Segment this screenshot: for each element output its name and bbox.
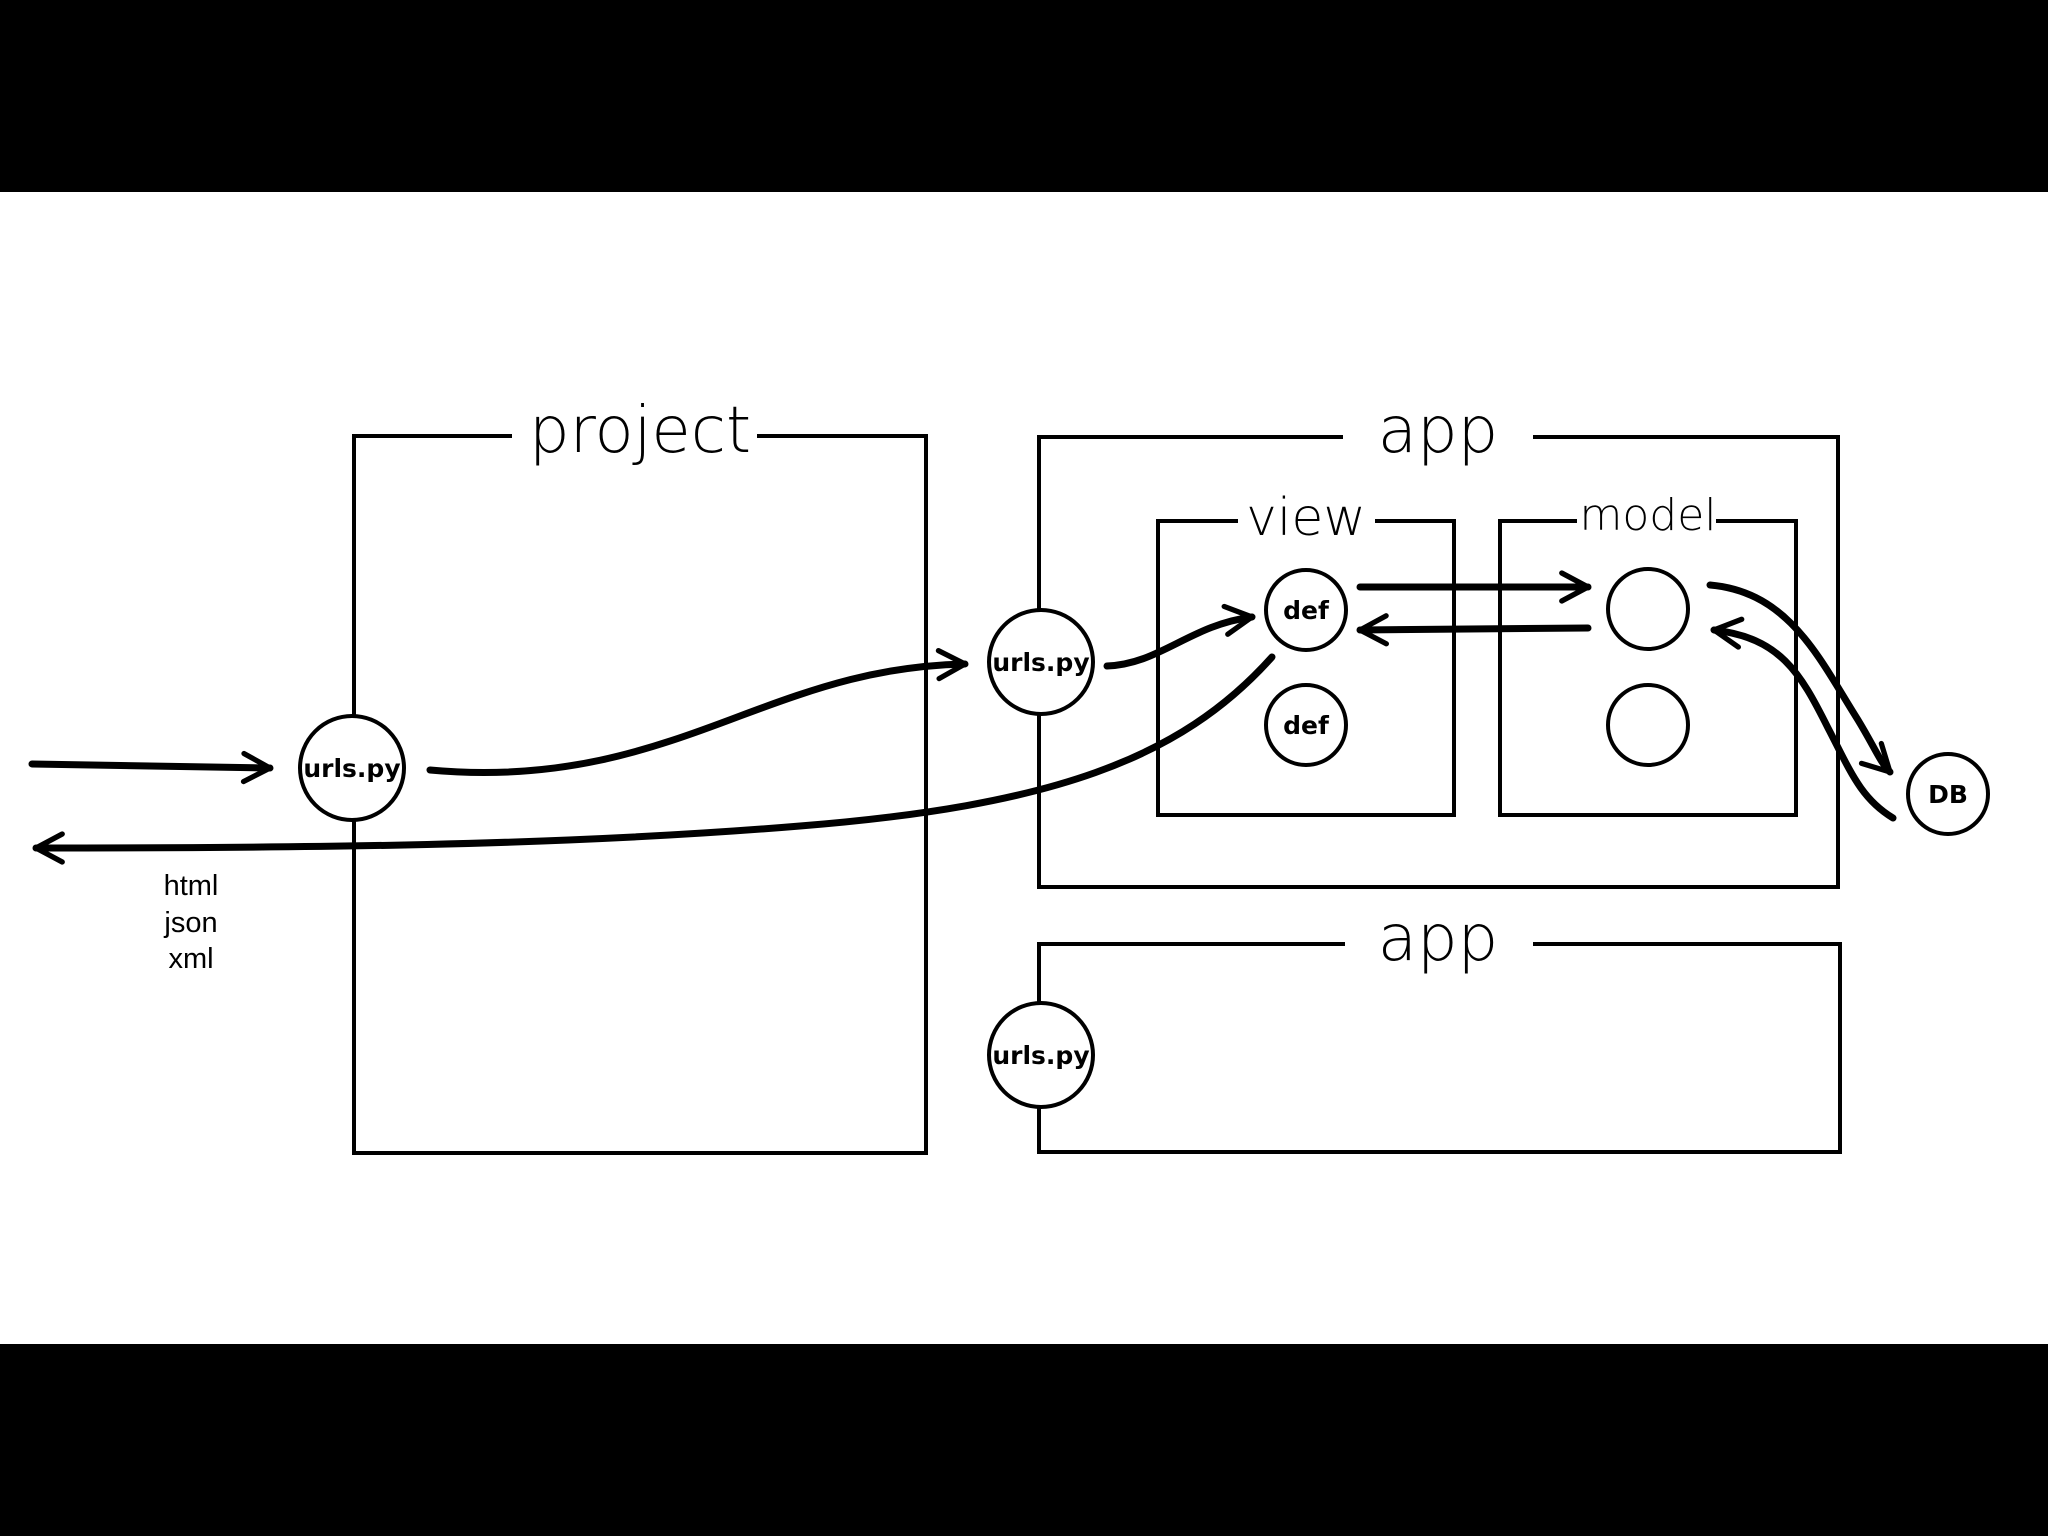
db-to-model-arrow [1710,616,1897,822]
project-title: project [529,394,751,468]
response-formats: html json xml [163,870,218,975]
flow-arrows [28,570,1897,865]
app-box-second: app [1037,902,1842,1154]
model-frame [1498,519,1798,817]
app-main-urls-circle [987,608,1095,716]
project-urls-circle [298,714,406,822]
def-node-top: def [1264,568,1348,652]
format-xml: xml [168,943,213,975]
model-to-db-arrow [1706,581,1894,776]
request-in-arrow [28,750,274,785]
app-main-frame [1037,435,1840,889]
project-urls-node: urls.py [298,714,406,822]
model-node-bottom [1606,683,1690,767]
app-main-urls-label: urls.py [992,648,1089,677]
view-box: view [1156,488,1456,817]
app-second-title: app [1378,902,1498,976]
model-node-top [1606,567,1690,651]
letterbox-top [0,0,2048,192]
def-top-circle [1264,568,1348,652]
app-second-frame [1037,942,1842,1154]
app-second-urls-label: urls.py [992,1041,1089,1070]
project-to-app-arrow [426,648,969,777]
db-node: DB [1906,752,1990,836]
def-bottom-circle [1264,683,1348,767]
app-main-title: app [1378,394,1498,468]
model-to-view-arrow [1356,613,1592,647]
db-label: DB [1928,780,1968,809]
app-main-urls-node: urls.py [987,608,1095,716]
model-title: model [1579,490,1716,541]
project-box: project [352,394,928,1155]
def-bottom-label: def [1283,711,1330,740]
view-title: view [1246,488,1366,548]
letterbox-bottom [0,1344,2048,1536]
format-json: json [163,907,217,939]
def-top-label: def [1283,596,1330,625]
app-second-urls-node: urls.py [987,1001,1095,1109]
response-out-arrow [32,653,1276,865]
project-frame [352,434,928,1155]
format-html: html [164,870,219,902]
def-node-bottom: def [1264,683,1348,767]
app-second-urls-circle [987,1001,1095,1109]
view-frame [1156,519,1456,817]
model-box: model [1498,490,1798,817]
project-urls-label: urls.py [303,754,400,783]
db-circle [1906,752,1990,836]
app-box-main: app view model [1037,394,1840,889]
urls-to-def-arrow [1103,603,1256,670]
